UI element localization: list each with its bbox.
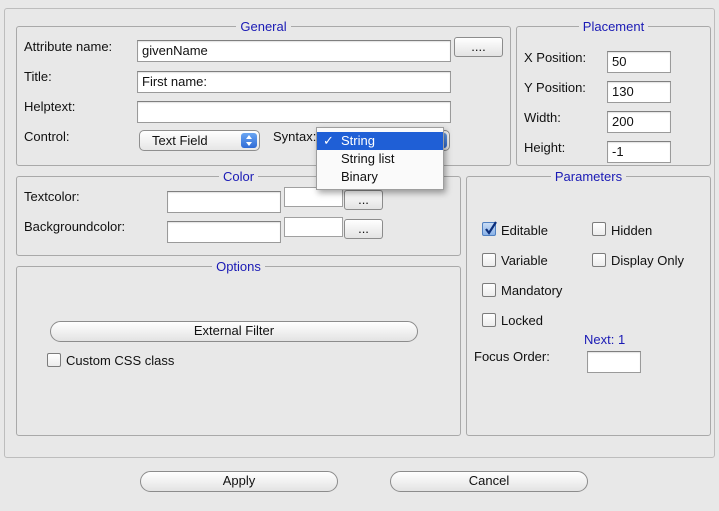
attribute-name-field[interactable]: givenName — [137, 40, 451, 62]
syntax-label: Syntax: — [273, 129, 317, 144]
display-only-checkbox[interactable] — [592, 253, 606, 267]
next-focus-label: Next: 1 — [584, 332, 626, 347]
syntax-option-string[interactable]: ✓ String — [317, 132, 443, 150]
focus-order-field[interactable] — [587, 351, 641, 373]
backgroundcolor-label: Backgroundcolor: — [24, 219, 126, 234]
checkmark-icon — [485, 221, 497, 235]
cancel-button[interactable]: Cancel — [390, 471, 588, 492]
select-arrows-icon — [241, 133, 257, 148]
textcolor-picker-button[interactable]: ... — [344, 190, 383, 210]
variable-checkbox[interactable] — [482, 253, 496, 267]
apply-button[interactable]: Apply — [140, 471, 338, 492]
attribute-browse-button[interactable]: .... — [454, 37, 503, 57]
parameters-legend: Parameters — [554, 169, 623, 184]
helptext-label: Helptext: — [24, 99, 76, 114]
attribute-name-label: Attribute name: — [24, 39, 113, 54]
options-group: Options — [16, 259, 461, 436]
hidden-label: Hidden — [611, 223, 653, 238]
editable-checkbox[interactable] — [482, 221, 497, 236]
option-label: String — [341, 133, 375, 148]
height-label: Height: — [524, 140, 566, 155]
backgroundcolor-field[interactable] — [167, 221, 281, 243]
display-only-label: Display Only — [611, 253, 684, 268]
color-group: Color — [16, 169, 461, 256]
title-field[interactable]: First name: — [137, 71, 451, 93]
custom-css-label: Custom CSS class — [66, 353, 175, 368]
textcolor-label: Textcolor: — [24, 189, 80, 204]
custom-css-checkbox[interactable] — [47, 353, 61, 367]
placement-legend: Placement — [582, 19, 645, 34]
dialog-panel — [4, 8, 715, 458]
x-position-field[interactable]: 50 — [607, 51, 671, 73]
options-legend: Options — [216, 259, 261, 274]
y-position-label: Y Position: — [524, 80, 586, 95]
general-legend: General — [240, 19, 287, 34]
external-filter-button[interactable]: External Filter — [50, 321, 418, 342]
editable-label: Editable — [501, 223, 548, 238]
focus-order-label: Focus Order: — [474, 349, 550, 364]
control-select[interactable]: Text Field — [139, 130, 260, 151]
hidden-checkbox[interactable] — [592, 222, 606, 236]
textcolor-field[interactable] — [167, 191, 281, 213]
control-select-value: Text Field — [152, 133, 208, 148]
option-label: String list — [341, 151, 395, 166]
mandatory-label: Mandatory — [501, 283, 563, 298]
syntax-option-binary[interactable]: Binary — [317, 168, 443, 186]
backgroundcolor-picker-button[interactable]: ... — [344, 219, 383, 239]
height-field[interactable]: -1 — [607, 141, 671, 163]
mandatory-checkbox[interactable] — [482, 283, 496, 297]
checkmark-icon: ✓ — [323, 133, 334, 148]
option-label: Binary — [341, 169, 378, 184]
syntax-option-string-list[interactable]: String list — [317, 150, 443, 168]
placement-group: Placement — [516, 19, 711, 166]
locked-label: Locked — [501, 313, 543, 328]
width-label: Width: — [524, 110, 561, 125]
control-label: Control: — [24, 129, 70, 144]
textcolor-swatch — [284, 187, 343, 207]
parameters-group: Parameters — [466, 169, 711, 436]
syntax-dropdown-menu: ✓ String String list Binary — [316, 127, 444, 190]
helptext-field[interactable] — [137, 101, 451, 123]
width-field[interactable]: 200 — [607, 111, 671, 133]
color-legend: Color — [222, 169, 255, 184]
y-position-field[interactable]: 130 — [607, 81, 671, 103]
title-label: Title: — [24, 69, 52, 84]
x-position-label: X Position: — [524, 50, 587, 65]
locked-checkbox[interactable] — [482, 313, 496, 327]
backgroundcolor-swatch — [284, 217, 343, 237]
general-group: General — [16, 19, 511, 166]
variable-label: Variable — [501, 253, 548, 268]
